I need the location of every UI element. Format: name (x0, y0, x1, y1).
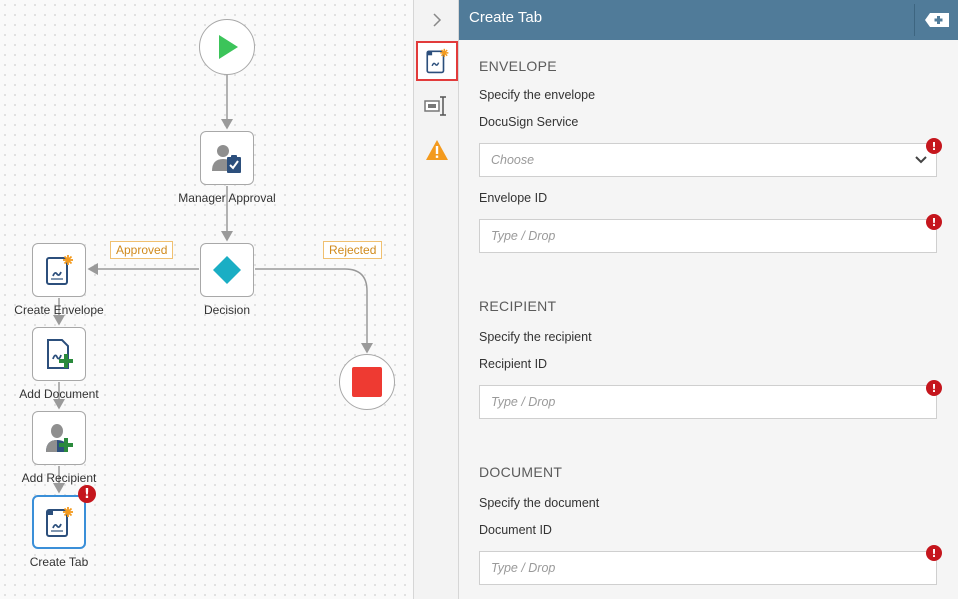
document-id-placeholder: Type / Drop (491, 561, 556, 575)
envelope-id-placeholder: Type / Drop (491, 229, 556, 243)
rejected-edge-label: Rejected (323, 241, 383, 259)
properties-sidebar (413, 0, 459, 599)
stop-node[interactable] (339, 354, 395, 410)
panel-title: Create Tab (469, 9, 543, 26)
add-tag-icon (925, 13, 949, 27)
envelope-section-title: ENVELOPE (479, 58, 557, 74)
diamond-icon (213, 256, 241, 284)
chevron-right-icon (433, 13, 442, 27)
workflow-canvas[interactable]: Manager Approval Decision Approved Rejec… (0, 0, 413, 599)
envelope-description: Specify the envelope (479, 88, 596, 102)
create-tab-node[interactable] (32, 495, 86, 549)
add-document-icon (47, 339, 73, 369)
manager-approval-node[interactable] (200, 131, 254, 185)
docusign-create-tab-icon (426, 48, 449, 74)
field-mapping-icon (424, 96, 446, 116)
decision-node[interactable] (200, 243, 254, 297)
add-document-label: Add Document (19, 387, 99, 401)
add-recipient-node[interactable] (32, 411, 86, 465)
create-tab-label: Create Tab (29, 555, 89, 569)
warning-icon (426, 140, 448, 160)
envelope-create-icon (46, 255, 73, 285)
add-step-button[interactable] (924, 10, 950, 30)
envelope-id-input[interactable]: Type / Drop (479, 219, 937, 253)
document-id-input[interactable]: Type / Drop (479, 551, 937, 585)
validation-warnings-button[interactable] (416, 130, 458, 170)
recipient-id-input[interactable]: Type / Drop (479, 385, 937, 419)
create-envelope-node[interactable] (32, 243, 86, 297)
start-node[interactable] (199, 19, 255, 75)
recipient-id-required-icon: ! (926, 380, 942, 396)
header-divider (914, 4, 915, 36)
manager-approval-label: Manager Approval (178, 191, 276, 205)
decision-label: Decision (203, 303, 251, 317)
document-id-required-icon: ! (926, 545, 942, 561)
approved-edge-label: Approved (110, 241, 174, 259)
envelope-id-label: Envelope ID (479, 191, 548, 205)
document-description: Specify the document (479, 496, 600, 510)
recipient-id-label: Recipient ID (479, 357, 548, 371)
create-envelope-label: Create Envelope (14, 303, 104, 317)
add-recipient-label: Add Recipient (21, 471, 97, 485)
collapse-panel-button[interactable] (416, 0, 458, 40)
panel-header: Create Tab (459, 0, 958, 40)
recipient-id-placeholder: Type / Drop (491, 395, 556, 409)
docusign-create-tab-icon (46, 507, 73, 537)
chevron-down-icon (915, 156, 927, 164)
add-recipient-icon (46, 424, 73, 452)
recipient-description: Specify the recipient (479, 330, 592, 344)
stop-icon (352, 367, 382, 397)
document-section-title: DOCUMENT (479, 464, 563, 480)
recipient-section-title: RECIPIENT (479, 298, 557, 314)
create-tab-error-badge: ! (78, 485, 96, 503)
add-document-node[interactable] (32, 327, 86, 381)
properties-panel: Create Tab ENVELOPE Specify the envelope… (459, 0, 958, 599)
create-tab-properties-button[interactable] (416, 41, 458, 81)
document-id-label: Document ID (479, 523, 552, 537)
field-mapping-button[interactable] (416, 86, 458, 126)
docusign-service-placeholder: Choose (491, 153, 535, 167)
play-icon (219, 35, 238, 59)
workflow-connectors (53, 74, 373, 494)
docusign-service-select[interactable]: Choose (479, 143, 937, 177)
envelope-id-required-icon: ! (926, 214, 942, 230)
docusign-service-label: DocuSign Service (479, 115, 579, 129)
edge-rejected (255, 268, 373, 354)
user-approval-icon (212, 145, 241, 173)
docusign-service-required-icon: ! (926, 138, 942, 154)
